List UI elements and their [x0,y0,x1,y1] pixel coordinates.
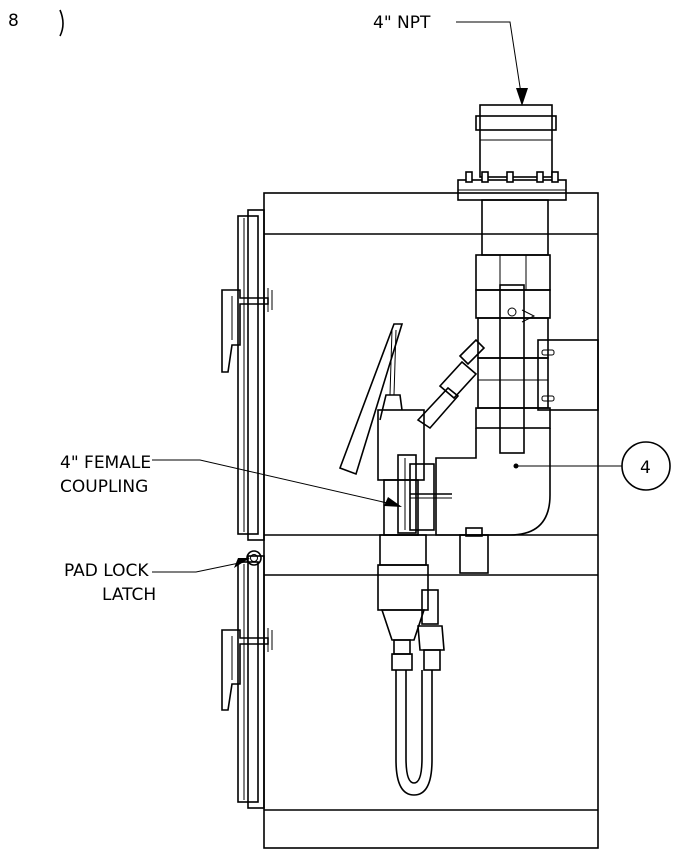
upper-door-handle [221,288,273,373]
valve-body [475,254,551,429]
balloon-leader-dot [513,463,519,469]
female-coupling [377,409,452,536]
pipe-elbow [435,428,551,536]
valve-handle [499,284,536,454]
hose-loop [395,670,433,796]
coupling-label-line1: 4" FEMALE [60,453,151,473]
upper-door [237,209,265,541]
cabinet-body [263,192,599,849]
npt-leader [456,21,523,101]
padlock-arrowhead [234,558,250,568]
angled-fitting [416,338,486,430]
padlock-label-line2: LATCH [102,585,156,605]
coupling-arrowhead [384,497,402,507]
drain-fitting [459,534,489,574]
padlock-leader [152,561,245,573]
corner-fragment-mark [59,9,64,37]
npt-label: 4" NPT [373,13,431,33]
drain-fitting-cap [465,527,483,537]
lower-door [237,555,265,809]
lower-door-handle [221,628,273,711]
nozzle-body [377,534,445,671]
pipe-spool [481,199,549,256]
npt-arrowhead [516,88,528,106]
padlock-label-line1: PAD LOCK [64,561,149,581]
flange [457,171,567,201]
coupling-leader [152,459,397,506]
lever-arm [338,323,404,476]
corner-fragment-label: 8 [8,11,19,31]
coupling-label-line2: COUPLING [60,477,148,497]
valve-bracket [537,339,599,411]
npt-pipe [475,104,557,178]
item-balloon-number: 4 [640,458,651,478]
